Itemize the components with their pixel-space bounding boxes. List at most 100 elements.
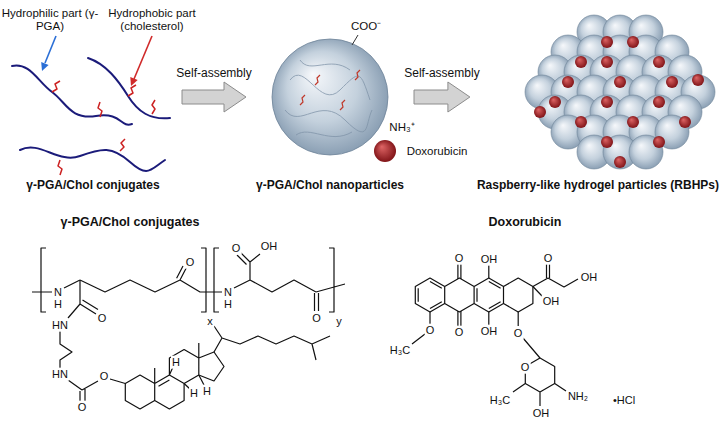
polymer-chains [12, 58, 170, 171]
cholesterol-marks [152, 100, 155, 114]
annotation-label: COO⁻ [351, 20, 381, 33]
nanoparticle-sphere [352, 35, 358, 45]
annotation-label: Hydrophilic part (γ-PGA) [0, 7, 100, 33]
raspberry-drug-balls [627, 116, 639, 128]
raspberry-drug-balls [575, 116, 587, 128]
conjugate-structure [234, 248, 345, 312]
conjugate-structure [32, 248, 222, 312]
nanoparticle-sphere [340, 100, 345, 110]
pointer-arrows [41, 62, 48, 71]
raspberry-drug-balls [549, 96, 561, 108]
atom-label: OH [542, 295, 561, 308]
pointer-arrows [45, 36, 56, 63]
stage-caption: γ-PGA/Chol nanoparticles [250, 178, 410, 193]
nanoparticle-sphere [355, 70, 360, 80]
arrow-label: Self-assembly [402, 66, 481, 80]
raspberry-cluster [525, 15, 715, 169]
conjugate-structure [125, 343, 224, 409]
raspberry-drug-balls [653, 96, 665, 108]
raspberry-drug-balls [575, 56, 587, 68]
doxorubicin-ball [374, 140, 396, 162]
assembly-arrow [182, 82, 246, 112]
atom-label: OH [480, 325, 499, 338]
raspberry-drug-balls [534, 106, 546, 118]
polymer-chains [88, 58, 170, 118]
nanoparticle-sphere [315, 75, 320, 85]
nanoparticle-sphere [272, 39, 388, 155]
atom-label: H [202, 385, 212, 398]
atom-label: O [231, 242, 242, 255]
atom-label: N [223, 286, 233, 299]
raspberry-drug-balls [601, 36, 613, 48]
nanoparticle-sphere [300, 95, 305, 105]
conjugate-structure [169, 326, 330, 389]
cholesterol-marks [120, 139, 125, 151]
atom-label: O [520, 361, 531, 374]
atom-label: O [97, 312, 108, 325]
stage-caption: Raspberry-like hydrogel particles (RBHPs… [474, 178, 722, 193]
atom-label: x [206, 315, 214, 328]
atom-label: N [53, 286, 63, 299]
conjugate-structure [32, 248, 345, 409]
structure-heading: γ-PGA/Chol conjugates [61, 215, 200, 229]
raspberry-drug-balls [614, 156, 626, 168]
atom-label: y [335, 315, 343, 328]
atom-label: O [513, 327, 524, 340]
raspberry-drug-balls [601, 56, 613, 68]
polymer-chains [12, 65, 132, 124]
doxorubicin-structure [412, 264, 489, 344]
annotation-label: Doxorubicin [407, 145, 468, 158]
atom-label: OH [580, 271, 599, 284]
atom-label: H [53, 298, 63, 311]
atom-label: HN [51, 368, 69, 381]
doxorubicin-structure [513, 358, 566, 406]
raspberry-drug-balls [601, 96, 613, 108]
raspberry-drug-balls [562, 76, 574, 88]
stage-group: Raspberry-like hydrogel particles (RBHPs… [474, 15, 722, 195]
atom-label: H₃C [389, 344, 411, 357]
atom-label: O [454, 252, 465, 265]
atom-label: O [454, 326, 465, 339]
atom-label: O [99, 370, 110, 383]
raspberry-drug-balls [601, 136, 613, 148]
atom-label: O [185, 256, 196, 269]
nanoparticle-sphere [272, 35, 388, 155]
conjugate-structure [60, 280, 125, 401]
annotation-label: NH₃⁺ [389, 121, 414, 134]
pointer-arrows [130, 77, 137, 86]
stage-group: γ-PGA/Chol conjugates [8, 45, 178, 195]
pointer-arrows [41, 36, 152, 86]
raspberry-drug-balls [653, 136, 665, 148]
doxorubicin-structure [412, 264, 578, 406]
doxorubicin-structure [415, 278, 533, 312]
atom-label: H [189, 387, 199, 400]
cholesterol-marks [128, 85, 136, 96]
cholesterol-marks [52, 81, 60, 92]
atom-label: HN [51, 319, 69, 332]
atom-label: OH [532, 407, 551, 420]
pointer-arrows [134, 36, 152, 79]
cholesterol-marks [98, 102, 102, 117]
atom-label: OH [480, 253, 499, 266]
nanoparticle-sphere [285, 110, 372, 132]
stage-caption: γ-PGA/Chol conjugates [8, 178, 178, 193]
atom-label: O [543, 252, 554, 265]
stage-group: γ-PGA/Chol nanoparticles [250, 40, 410, 195]
structure-heading: Doxorubicin [489, 215, 562, 229]
atom-label: O [311, 312, 322, 325]
raspberry-drug-balls [614, 76, 626, 88]
atom-label: NH₂ [567, 390, 589, 403]
arrow-label: Self-assembly [174, 66, 253, 80]
raspberry-drug-balls [653, 56, 665, 68]
raspberry-drug-balls [534, 36, 704, 168]
nanoparticle-sphere [296, 132, 352, 137]
raspberry-drug-balls [692, 74, 704, 86]
atom-label: OH [260, 240, 279, 253]
nanoparticle-sphere [300, 70, 360, 110]
cholesterol-marks [58, 160, 62, 175]
raspberry-drug-balls [679, 116, 691, 128]
polymer-chains [20, 148, 165, 172]
atom-label: O [77, 401, 88, 414]
